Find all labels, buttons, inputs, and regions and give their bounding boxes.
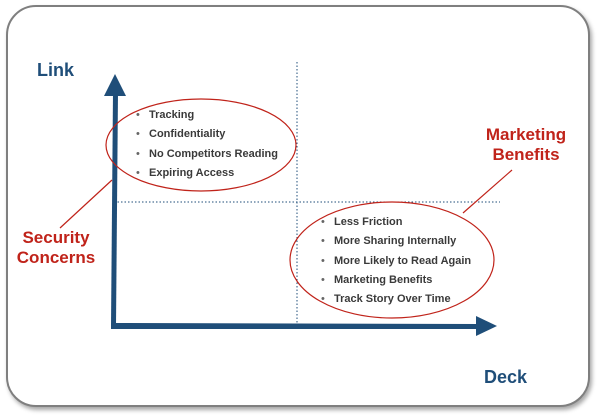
security-concerns-callout: Security Concerns [14, 228, 98, 268]
marketing-ellipse [289, 201, 495, 319]
bullet-icon: • [321, 216, 325, 228]
bullet-icon: • [136, 128, 140, 141]
list-item: •Expiring Access [136, 164, 278, 183]
marketing-bullet-list: •Less Friction •More Sharing Internally … [321, 213, 471, 309]
marketing-callout-line-1: Marketing [485, 125, 567, 144]
security-bullet-list: •Tracking •Confidentiality •No Competito… [136, 106, 278, 183]
marketing-pointer [462, 169, 513, 214]
bullet-icon: • [321, 273, 325, 286]
bullet-icon: • [136, 166, 140, 179]
bullet-icon: • [321, 235, 325, 248]
list-item: •Less Friction [321, 213, 471, 232]
list-item: •More Likely to Read Again [321, 252, 471, 271]
x-axis-arrowhead [476, 316, 497, 336]
bullet-icon: • [136, 147, 140, 160]
security-callout-line-2: Concerns [16, 248, 96, 267]
list-item: •Tracking [136, 106, 278, 125]
bullet-icon: • [136, 109, 140, 121]
marketing-callout-line-2: Benefits [492, 145, 560, 164]
security-ellipse [105, 98, 297, 192]
list-item: •More Sharing Internally [321, 232, 471, 251]
bullet-icon: • [321, 293, 325, 306]
bullet-icon: • [321, 254, 325, 267]
list-item: •No Competitors Reading [136, 145, 278, 164]
marketing-benefits-callout: Marketing Benefits [478, 125, 574, 165]
y-axis-label: Link [37, 60, 75, 80]
diagram-frame [6, 5, 590, 407]
list-item: •Confidentiality [136, 125, 278, 144]
security-pointer [59, 179, 113, 229]
x-axis-line [111, 323, 478, 329]
x-axis-label: Deck [484, 367, 528, 387]
list-item: •Track Story Over Time [321, 290, 471, 309]
y-axis-line [111, 92, 118, 326]
list-item: •Marketing Benefits [321, 271, 471, 290]
y-axis-arrowhead [104, 74, 126, 96]
security-callout-line-1: Security [22, 228, 90, 247]
